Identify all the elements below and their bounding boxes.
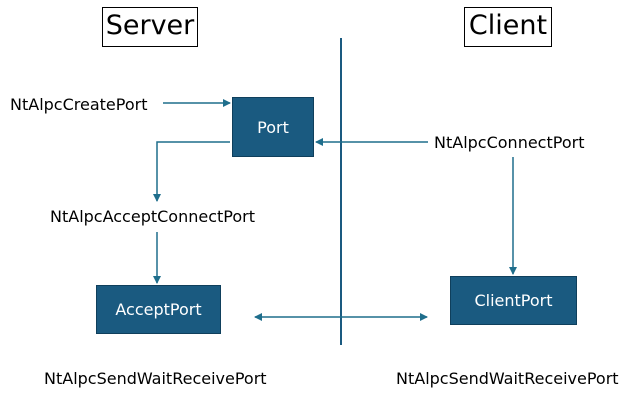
accept-connect-port-label: NtAlpcAcceptConnectPort [50, 207, 255, 226]
client-title: Client [464, 7, 552, 47]
client-port-node: ClientPort [450, 276, 577, 325]
accept-port-node: AcceptPort [96, 285, 221, 334]
create-port-label: NtAlpcCreatePort [10, 95, 148, 114]
server-title: Server [102, 7, 198, 47]
connect-port-label: NtAlpcConnectPort [434, 133, 585, 152]
client-send-wait-receive-label: NtAlpcSendWaitReceivePort [396, 369, 619, 388]
port-to-accept-arrow [153, 141, 230, 202]
port-node: Port [232, 97, 314, 157]
server-send-wait-receive-label: NtAlpcSendWaitReceivePort [44, 369, 267, 388]
